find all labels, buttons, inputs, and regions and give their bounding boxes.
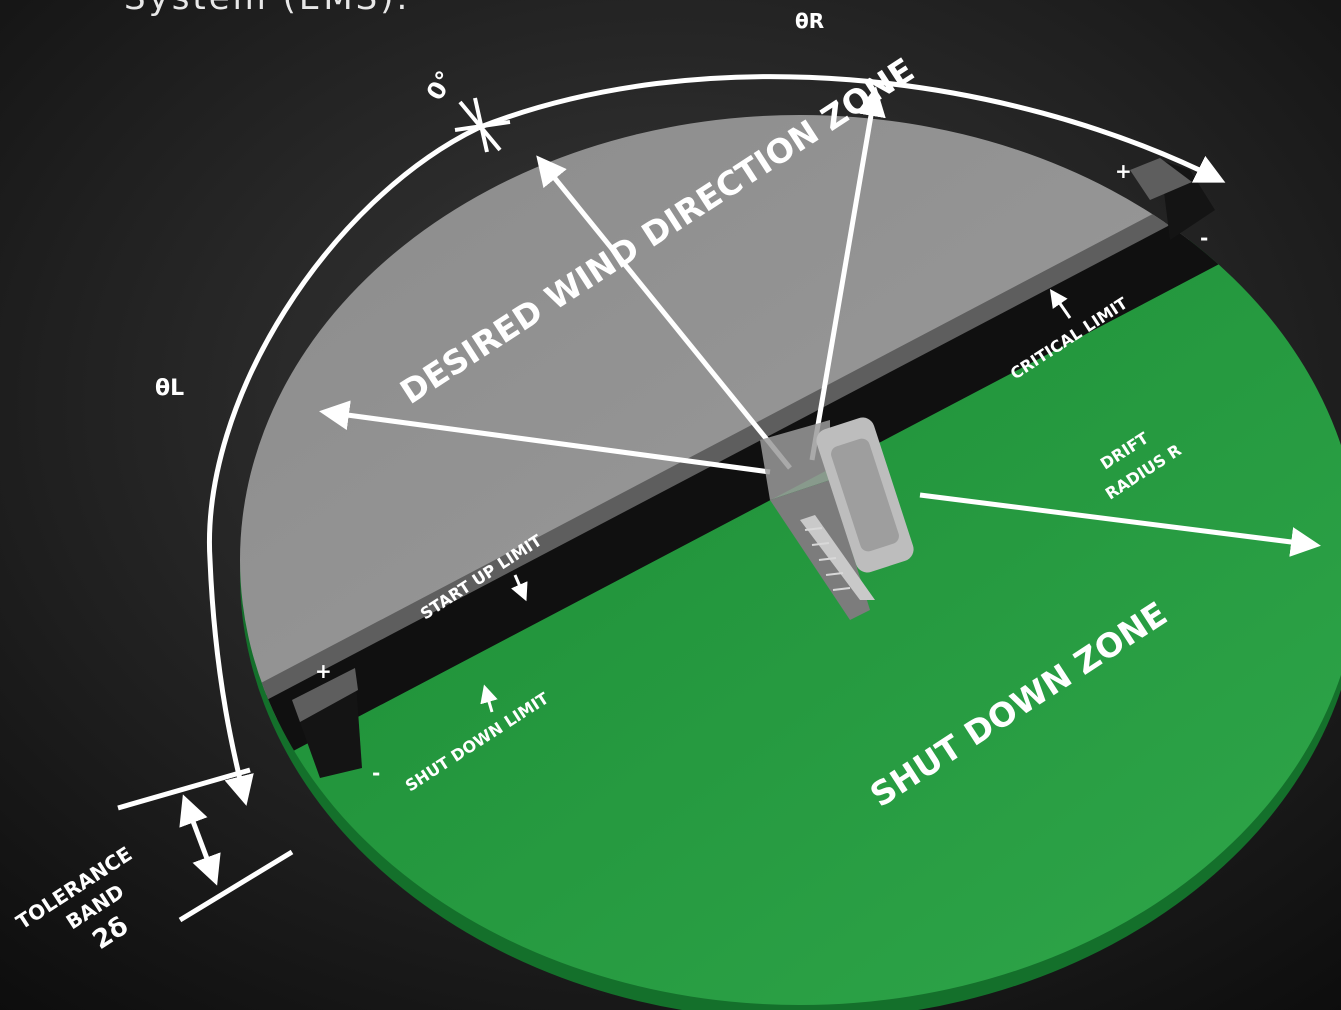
plus-sign-left: + (315, 659, 332, 683)
zero-degree-marker (454, 97, 511, 153)
direction-arc-left (206, 125, 480, 806)
theta-right-label: θR (795, 9, 824, 33)
minus-sign-right: - (1200, 226, 1208, 250)
shutdown-limit-arrow (480, 684, 498, 713)
plus-sign-right: + (1115, 159, 1132, 183)
critical-limit-arrow (1049, 289, 1072, 319)
startup-limit-arrow (511, 574, 528, 602)
loading-tower (760, 417, 914, 620)
direction-arc-right (477, 74, 1226, 183)
tolerance-band-indicator (117, 767, 294, 923)
shut-down-zone (240, 160, 1341, 1005)
band-plate-left-top (292, 668, 358, 722)
drift-radius-arrow (919, 492, 1321, 557)
radial-arrow-2 (809, 86, 886, 461)
caption-text: System (EMS). (124, 0, 410, 18)
minus-sign-left: - (372, 761, 380, 785)
start-up-limit-edge (240, 115, 1341, 735)
radial-arrow-3 (319, 400, 771, 475)
band-plate-right-top (1130, 158, 1192, 200)
theta-left-label: θL (155, 376, 184, 401)
radial-arrow-1 (536, 155, 792, 470)
